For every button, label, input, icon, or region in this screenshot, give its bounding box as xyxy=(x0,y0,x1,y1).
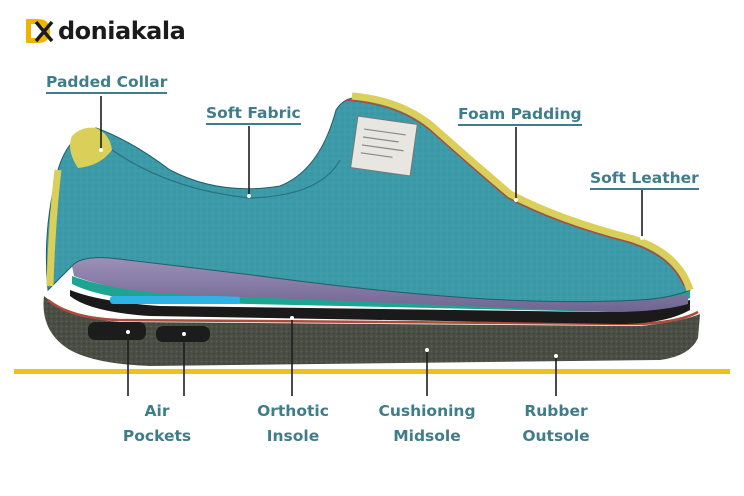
orthotic-insole xyxy=(72,257,688,312)
label-foam-padding: Foam Padding xyxy=(458,102,582,127)
brand-logo: doniakala xyxy=(24,14,186,48)
leader-lines xyxy=(100,96,643,396)
label-padded-collar: Padded Collar xyxy=(46,70,168,95)
brand-name: doniakala xyxy=(58,17,186,45)
cushioning-midsole xyxy=(70,290,690,324)
tongue-label xyxy=(350,115,418,177)
label-rubber-outsole: Rubber Outsole xyxy=(522,402,590,445)
rubber-outsole xyxy=(43,296,700,366)
brand-name-part1: donia xyxy=(58,17,131,45)
air-pocket-left xyxy=(88,322,146,340)
ground-line xyxy=(14,369,730,374)
label-orthotic-insole: Orthotic Insole xyxy=(257,402,329,445)
air-pocket-strip xyxy=(110,296,240,304)
label-cushioning-midsole: Cushioning Midsole xyxy=(378,402,476,445)
brand-mark-icon xyxy=(24,16,54,46)
label-soft-leather: Soft Leather xyxy=(590,166,699,191)
foam-padding xyxy=(351,92,694,292)
label-air-pockets: Air Pockets xyxy=(122,402,192,445)
label-soft-fabric: Soft Fabric xyxy=(206,101,301,126)
brand-name-part2: kala xyxy=(130,17,186,45)
